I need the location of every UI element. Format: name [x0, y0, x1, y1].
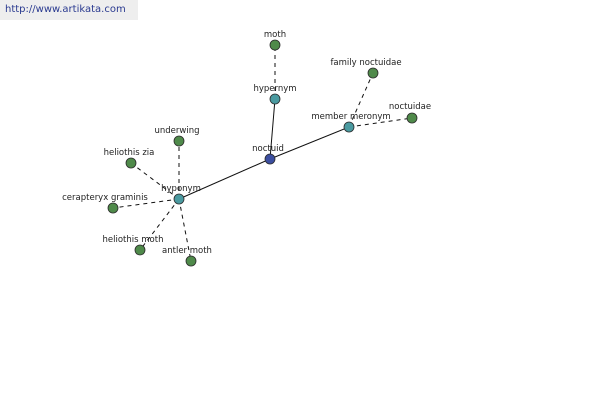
node-hyponym[interactable] — [173, 193, 185, 205]
node-family-noctuidae[interactable] — [367, 67, 379, 79]
edge-hyponym-to-heliothis-moth — [139, 198, 180, 251]
edge-noctuid-to-member-meronym — [269, 126, 350, 160]
node-cerapteryx-graminis[interactable] — [107, 202, 119, 214]
node-label-family-noctuidae[interactable]: family noctuidae — [330, 58, 401, 68]
edge-member-meronym-to-family-noctuidae — [348, 72, 374, 128]
node-antler-moth[interactable] — [185, 255, 197, 267]
node-label-heliothis-zia[interactable]: heliothis zia — [104, 148, 155, 158]
node-moth[interactable] — [269, 39, 281, 51]
labels-layer: noctuid hypernym member meronym hyponym moth… — [62, 30, 431, 256]
edges-layer — [112, 45, 413, 262]
nodes-layer — [107, 39, 418, 267]
node-member-meronym[interactable] — [343, 121, 355, 133]
edge-hyponym-to-cerapteryx-graminis — [112, 198, 180, 209]
node-label-antler-moth[interactable]: antler moth — [162, 246, 212, 256]
edge-hyponym-to-heliothis-zia — [130, 162, 180, 200]
node-underwing[interactable] — [173, 135, 185, 147]
node-label-heliothis-moth[interactable]: heliothis moth — [103, 235, 164, 245]
node-label-noctuid[interactable]: noctuid — [252, 144, 284, 154]
edge-noctuid-to-hypernym — [269, 98, 276, 160]
edge-hyponym-to-antler-moth — [178, 198, 192, 262]
edge-noctuid-to-hyponym — [178, 158, 271, 200]
source-link[interactable]: http://www.artikata.com — [5, 4, 126, 15]
node-hypernym[interactable] — [269, 93, 281, 105]
source-banner: http://www.artikata.com — [0, 0, 138, 20]
node-heliothis-zia[interactable] — [125, 157, 137, 169]
node-noctuid[interactable] — [264, 153, 276, 165]
node-label-hyponym[interactable]: hyponym — [161, 184, 201, 194]
node-noctuidae[interactable] — [406, 112, 418, 124]
edge-member-meronym-to-noctuidae — [348, 117, 413, 128]
node-heliothis-moth[interactable] — [134, 244, 146, 256]
node-label-underwing[interactable]: underwing — [155, 126, 200, 136]
node-label-noctuidae[interactable]: noctuidae — [389, 102, 431, 112]
node-label-member-meronym[interactable]: member meronym — [311, 112, 390, 122]
node-label-cerapteryx-graminis[interactable]: cerapteryx graminis — [62, 193, 148, 203]
node-label-hypernym[interactable]: hypernym — [253, 84, 296, 94]
node-label-moth[interactable]: moth — [264, 30, 286, 40]
